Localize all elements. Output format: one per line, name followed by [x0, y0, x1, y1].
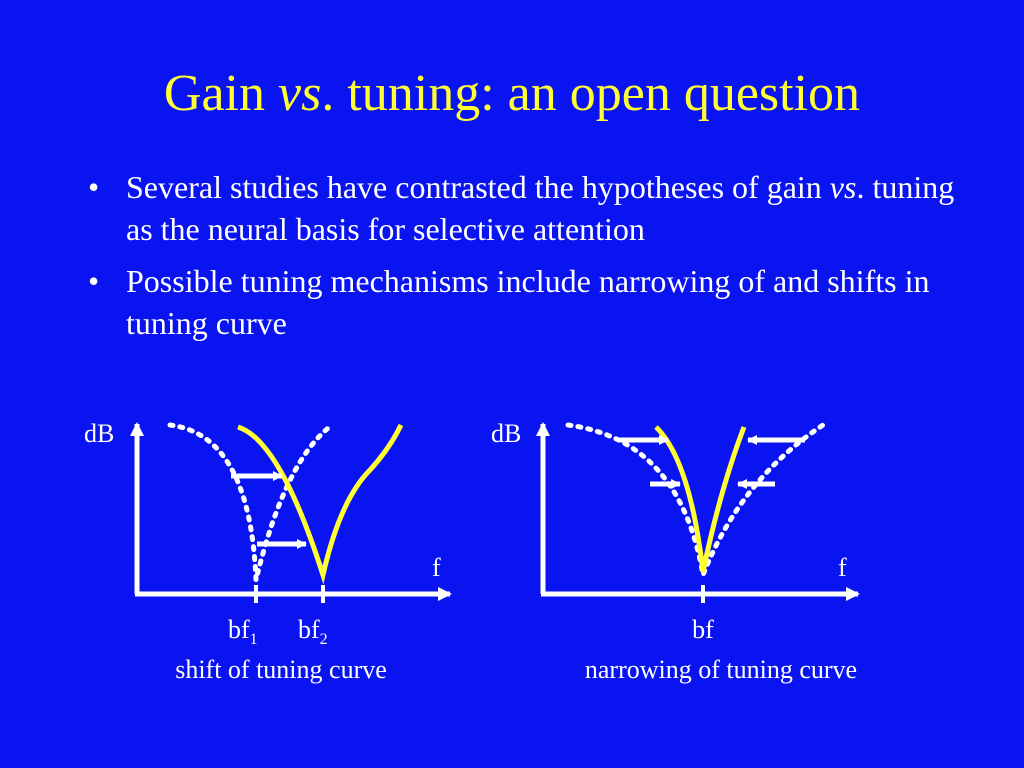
- title-part-2: . tuning: an open question: [321, 65, 861, 122]
- bullet-item-2: • Possible tuning mechanisms include nar…: [88, 260, 968, 344]
- bullet-marker: •: [88, 169, 100, 205]
- shift-diagram: dB f bf1 bf2 shift of tuning curve: [84, 419, 452, 684]
- shift-y-axis-label: dB: [84, 419, 114, 448]
- narrowing-caption: narrowing of tuning curve: [585, 655, 857, 684]
- original-tuning-curve: [167, 422, 335, 581]
- narrowing-diagram: dB f bf narrowing of tuning curve: [491, 419, 860, 684]
- bullet-2-text: Possible tuning mechanisms include narro…: [126, 263, 930, 341]
- narrowing-x-axis-label: f: [838, 553, 847, 582]
- slide-title: Gain vs. tuning: an open question: [0, 62, 1024, 126]
- bf1-label: bf1: [228, 615, 258, 648]
- bullet-list: • Several studies have contrasted the hy…: [88, 166, 968, 354]
- bullet-1-text-part-1: Several studies have contrasted the hypo…: [126, 169, 830, 205]
- bf-label: bf: [692, 615, 714, 644]
- narrowing-y-axis-label: dB: [491, 419, 521, 448]
- bf2-label: bf2: [298, 615, 328, 648]
- bullet-1-italic-vs: vs: [829, 169, 857, 205]
- title-part-1: Gain: [163, 65, 279, 122]
- shift-x-axis-label: f: [432, 553, 441, 582]
- shift-caption: shift of tuning curve: [175, 655, 387, 684]
- bullet-marker: •: [88, 263, 100, 299]
- bullet-item-1: • Several studies have contrasted the hy…: [88, 166, 968, 250]
- narrow-tuning-curve: [654, 425, 747, 573]
- broad-tuning-curve: [565, 422, 826, 585]
- shifted-tuning-curve: [237, 423, 404, 585]
- bullet-1-text-part-2: . tuning as the neural basis for selecti…: [126, 169, 955, 247]
- title-italic-vs: vs: [278, 65, 322, 122]
